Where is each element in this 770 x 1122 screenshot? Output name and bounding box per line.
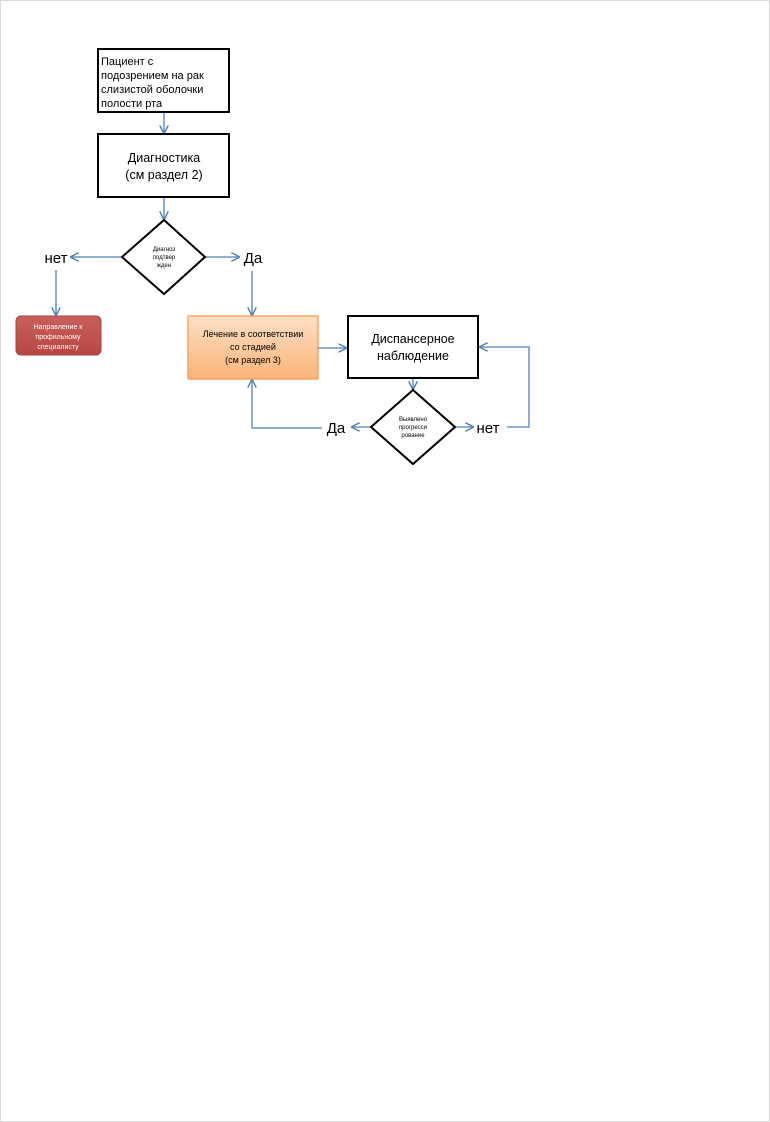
diagnosis-line-1: Диагноз [153, 247, 176, 253]
patient-line-2: подозрением на рак [101, 70, 204, 82]
diagnostics-line-1: Диагностика [128, 151, 201, 165]
referral-line-3: специалисту [37, 344, 79, 351]
treatment-line-1: Лечение в соответствии [203, 329, 304, 339]
label-no-bottom: нет [477, 420, 500, 437]
referral-line-1: Направление к [34, 324, 84, 331]
patient-line-4: полости рта [101, 98, 163, 110]
treatment-line-2: со стадией [230, 342, 276, 352]
followup-line-1: Диспансерное [371, 332, 454, 346]
arrow-yes-bottom-to-treatment [252, 380, 322, 429]
referral-line-2: профильному [35, 334, 81, 341]
label-yes-bottom: Да [327, 420, 346, 437]
progression-decision: Выявлено прогресси рование [369, 388, 457, 466]
patient-node: Пациент с подозрением на рак слизистой о… [97, 48, 230, 113]
progression-line-2: прогресси [399, 425, 427, 431]
diagnosis-confirmed-decision: Диагноз подтвер жден [120, 218, 207, 296]
diagnosis-line-2: подтвер [153, 255, 176, 261]
arrow-no-bottom-to-followup [480, 347, 530, 428]
treatment-line-3: (см раздел 3) [225, 355, 281, 365]
treatment-node: Лечение в соответствии со стадией (см ра… [187, 315, 319, 380]
followup-node: Диспансерное наблюдение [347, 315, 479, 379]
label-no-left: нет [45, 250, 68, 267]
progression-line-3: рование [401, 433, 425, 439]
connectors [56, 112, 530, 429]
label-yes-right: Да [244, 250, 263, 267]
diagnostics-node: Диагностика (см раздел 2) [97, 133, 230, 198]
followup-line-2: наблюдение [377, 349, 449, 363]
diagnosis-line-3: жден [157, 263, 171, 269]
referral-node: Направление к профильному специалисту [15, 315, 102, 356]
diagnostics-line-2: (см раздел 2) [125, 168, 202, 182]
progression-line-1: Выявлено [399, 417, 428, 423]
patient-line-3: слизистой оболочки [101, 84, 203, 96]
patient-line-1: Пациент с [101, 56, 154, 68]
